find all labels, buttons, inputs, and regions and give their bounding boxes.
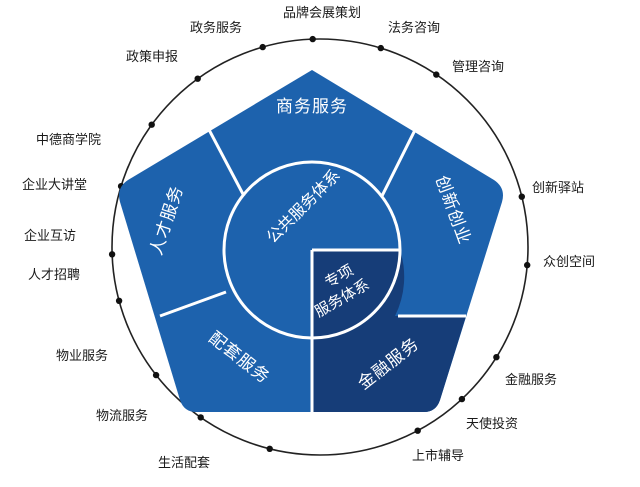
label-government-services: 政务服务 bbox=[190, 20, 242, 36]
label-angel-investment: 天使投资 bbox=[466, 416, 518, 432]
ring-dot bbox=[197, 414, 204, 421]
ring-dot bbox=[115, 297, 123, 304]
label-enterprise-lecture: 企业大讲堂 bbox=[22, 177, 87, 193]
special-sector bbox=[312, 250, 466, 412]
ring-dot bbox=[148, 121, 155, 128]
ring-dot bbox=[266, 445, 273, 452]
ring-dot bbox=[194, 75, 201, 82]
ring-dot bbox=[414, 427, 421, 434]
label-ipo-guidance: 上市辅导 bbox=[412, 448, 464, 464]
label-innovation-station: 创新驿站 bbox=[532, 180, 584, 196]
ring-dot bbox=[458, 395, 466, 403]
label-financial-services: 金融服务 bbox=[505, 372, 557, 388]
ring-dot bbox=[152, 371, 160, 379]
ring-dot bbox=[524, 261, 531, 269]
ring-dot bbox=[377, 44, 384, 52]
label-brand-exhibition: 品牌会展策划 bbox=[283, 5, 361, 21]
label-living-support: 生活配套 bbox=[158, 455, 210, 471]
label-policy-application: 政策申报 bbox=[126, 49, 178, 65]
label-legal-consulting: 法务咨询 bbox=[388, 20, 440, 36]
label-logistics-services: 物流服务 bbox=[96, 408, 148, 424]
segment-business: 商务服务 bbox=[276, 97, 348, 117]
label-talent-recruitment: 人才招聘 bbox=[28, 268, 80, 283]
label-enterprise-visits: 企业互访 bbox=[24, 228, 76, 244]
outer-ring bbox=[111, 38, 529, 456]
ring-dot bbox=[518, 193, 525, 200]
label-property-services: 物业服务 bbox=[56, 348, 108, 364]
ring-dot bbox=[108, 251, 116, 258]
ring-dot bbox=[259, 43, 266, 51]
label-management-consulting: 管理咨询 bbox=[452, 60, 504, 75]
ring-dot bbox=[493, 354, 500, 361]
label-maker-space: 众创空间 bbox=[543, 255, 595, 270]
dividers bbox=[159, 123, 466, 412]
label-sino-german-school: 中德商学院 bbox=[36, 132, 101, 148]
ring-dot bbox=[309, 35, 316, 43]
ring-dot bbox=[433, 71, 440, 78]
